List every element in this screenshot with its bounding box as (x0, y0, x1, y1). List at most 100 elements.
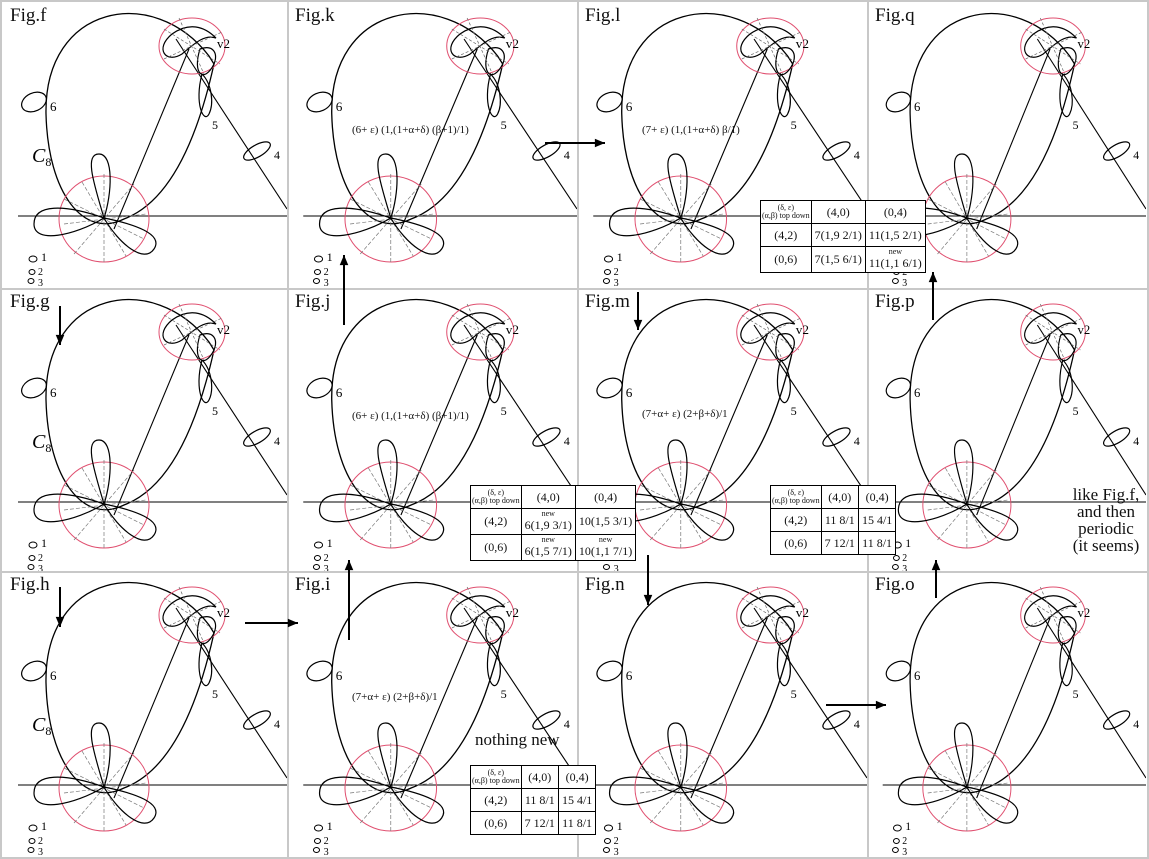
small-loop-1 (604, 256, 612, 262)
oval-4 (1101, 707, 1132, 732)
small-loop-2 (604, 839, 610, 844)
bottom-petal-up (954, 723, 972, 787)
oval-4 (241, 424, 273, 449)
diagonal-line (1037, 325, 1146, 495)
knot-diagram: v2654123 (869, 573, 1146, 857)
label-4: 4 (274, 148, 280, 162)
bottom-petal-up (668, 154, 687, 218)
panel-fig-k: v2654123Fig.k(6+ ε) (1,(1+α+δ) (β+1)/1) (289, 4, 577, 288)
label-4: 4 (564, 434, 570, 448)
small-loop-3 (892, 565, 898, 570)
small-loop-3 (313, 279, 319, 284)
diagonal-line (176, 608, 287, 778)
label-6: 6 (336, 99, 343, 114)
large-loop (46, 14, 214, 224)
small-loop-3 (313, 848, 319, 853)
bottom-petal-up (668, 723, 687, 787)
oval-4 (241, 707, 273, 732)
label-2: 2 (38, 553, 43, 564)
large-loop (332, 300, 503, 510)
table-cell: 11 8/1 (558, 812, 595, 835)
knot-diagram: v2654123 (579, 573, 867, 857)
arrow-n-to-o (818, 697, 894, 713)
oval-6 (594, 88, 626, 115)
bottom-petal-up (378, 440, 397, 504)
label-v2: v2 (217, 36, 230, 51)
small-loop-2 (29, 556, 35, 561)
label-3: 3 (614, 278, 619, 288)
small-loop-2 (314, 556, 320, 561)
label-5: 5 (791, 687, 797, 701)
diagonal-line (464, 608, 577, 778)
table-cell: 11 8/1 (858, 532, 895, 555)
arrow-l-to-m (630, 284, 646, 338)
label-5: 5 (1073, 687, 1079, 701)
large-loop (46, 583, 214, 793)
col-header: (4,0) (521, 486, 575, 509)
table-i: (δ, ε)(α,β) top down(4,0)(0,4)(4,2)11 8/… (470, 765, 596, 835)
small-loop-1 (29, 542, 37, 548)
label-2: 2 (614, 267, 619, 278)
large-loop (332, 583, 503, 793)
nothing-new-note: nothing new (475, 730, 560, 750)
diagonal-line (464, 325, 577, 495)
large-loop (332, 14, 503, 224)
oval-6 (304, 88, 336, 115)
oval-6 (18, 88, 49, 115)
label-3: 3 (38, 847, 43, 857)
col-header: (0,4) (558, 766, 595, 789)
label-3: 3 (38, 564, 43, 571)
large-loop (46, 300, 214, 510)
panel-divider (0, 0, 2, 859)
label-v2: v2 (796, 605, 809, 620)
label-1: 1 (41, 536, 47, 550)
diagonal-line (1037, 608, 1146, 778)
panel-divider (0, 0, 1149, 2)
table-cell: 15 4/1 (558, 789, 595, 812)
label-4: 4 (1133, 434, 1139, 448)
label-2: 2 (324, 836, 329, 847)
small-loop-3 (28, 565, 34, 570)
label-v2: v2 (1077, 323, 1090, 337)
oval-6 (18, 374, 49, 401)
oval-6 (594, 657, 626, 684)
arrow-h-to-i (237, 615, 306, 631)
oval-6 (883, 88, 914, 115)
label-6: 6 (914, 100, 921, 114)
label-5: 5 (501, 687, 507, 701)
label-3: 3 (902, 847, 907, 857)
row-header: (4,2) (761, 224, 812, 247)
label-1: 1 (327, 536, 333, 550)
oval-4 (820, 138, 853, 163)
diagonal-line (464, 39, 577, 209)
label-v2: v2 (506, 322, 519, 337)
arrow-i-to-j (341, 552, 357, 648)
label-c8: C8 (32, 431, 51, 455)
bottom-petal-up (954, 440, 972, 504)
arrow-j-to-k (336, 247, 352, 333)
row-header: (0,6) (771, 532, 822, 555)
arrow-p-to-q (925, 264, 941, 328)
label-4: 4 (854, 717, 860, 731)
figure-label: Fig.m (585, 292, 630, 312)
label-2: 2 (38, 836, 43, 847)
label-v2: v2 (217, 605, 230, 620)
label-3: 3 (614, 564, 619, 571)
small-loop-2 (604, 270, 610, 275)
label-5: 5 (212, 687, 218, 701)
label-3: 3 (902, 278, 907, 288)
large-loop (622, 14, 793, 224)
figure-label: Fig.i (295, 575, 330, 595)
label-2: 2 (324, 267, 329, 278)
label-6: 6 (626, 668, 633, 683)
large-loop (910, 14, 1074, 224)
small-loop-3 (313, 565, 319, 570)
label-v2: v2 (506, 605, 519, 620)
label-5: 5 (791, 118, 797, 132)
small-loop-3 (603, 848, 609, 853)
table-cell: 7 12/1 (521, 812, 558, 835)
figure-label: Fig.l (585, 6, 620, 26)
